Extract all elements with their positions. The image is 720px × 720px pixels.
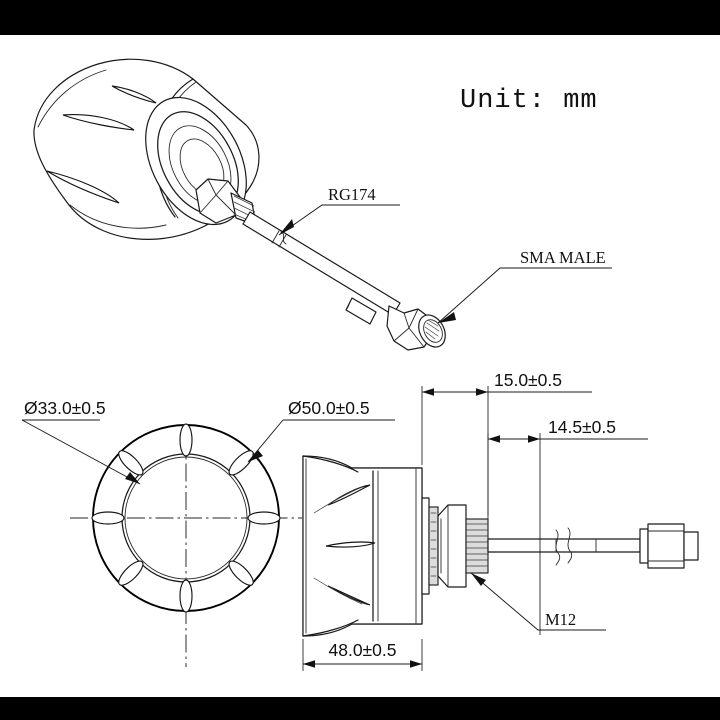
dimension-dia-outer: Ø50.0±0.5 — [247, 398, 395, 463]
washer-stack — [421, 497, 439, 595]
fin-slots — [46, 85, 157, 204]
dimension-thread-145: 14.5±0.5 — [487, 417, 648, 635]
callout-rg174: RG174 — [278, 185, 400, 236]
callout-m12-label: M12 — [545, 610, 576, 629]
callout-rg174-label: RG174 — [328, 185, 376, 204]
sma-connector — [386, 305, 446, 351]
dimension-thread-145-label: 14.5±0.5 — [548, 417, 616, 437]
connector-tip — [683, 531, 699, 561]
connector-shoulder — [639, 528, 649, 564]
coaxial-cable-side — [487, 527, 641, 566]
dimension-dia-outer-label: Ø50.0±0.5 — [288, 398, 370, 418]
dimension-dia-inner: Ø33.0±0.5 — [21, 398, 141, 485]
fin-slots-side — [313, 484, 376, 606]
cable-break — [555, 527, 573, 566]
dimension-dia-inner-label: Ø33.0±0.5 — [24, 398, 106, 418]
callout-sma-male: SMA MALE — [437, 248, 612, 324]
callout-sma-male-label: SMA MALE — [520, 248, 606, 267]
connector-face-hatch — [424, 319, 440, 340]
isometric-antenna-view — [33, 58, 446, 351]
dimension-length-48-label: 48.0±0.5 — [329, 640, 397, 660]
drawing-canvas: Unit: mm — [21, 58, 699, 671]
fin-slots-top — [91, 423, 281, 613]
hex-nut-side — [437, 504, 467, 588]
unit-note: Unit: mm — [460, 86, 598, 116]
dimension-length-48: 48.0±0.5 — [302, 639, 423, 671]
letterbox-bar-top — [0, 0, 720, 35]
inner-circle-inner — [124, 456, 248, 580]
top-view: Ø33.0±0.5 Ø50.0±0.5 — [21, 398, 395, 667]
dimension-height-15: 15.0±0.5 — [421, 370, 592, 515]
dimension-height-15-label: 15.0±0.5 — [494, 370, 562, 390]
washer — [421, 497, 430, 595]
cable-body — [487, 538, 641, 553]
letterbox-bar-bottom — [0, 697, 720, 720]
threaded-mount — [465, 518, 489, 574]
drawing-sheet: Unit: mm — [0, 35, 720, 697]
lock-washer — [428, 506, 439, 586]
coaxial-cable — [242, 211, 401, 325]
callout-m12: M12 — [470, 572, 606, 631]
sma-connector-side — [639, 523, 699, 569]
thread-barrel — [465, 518, 489, 574]
side-view: 15.0±0.5 14.5±0.5 M12 — [302, 370, 699, 671]
